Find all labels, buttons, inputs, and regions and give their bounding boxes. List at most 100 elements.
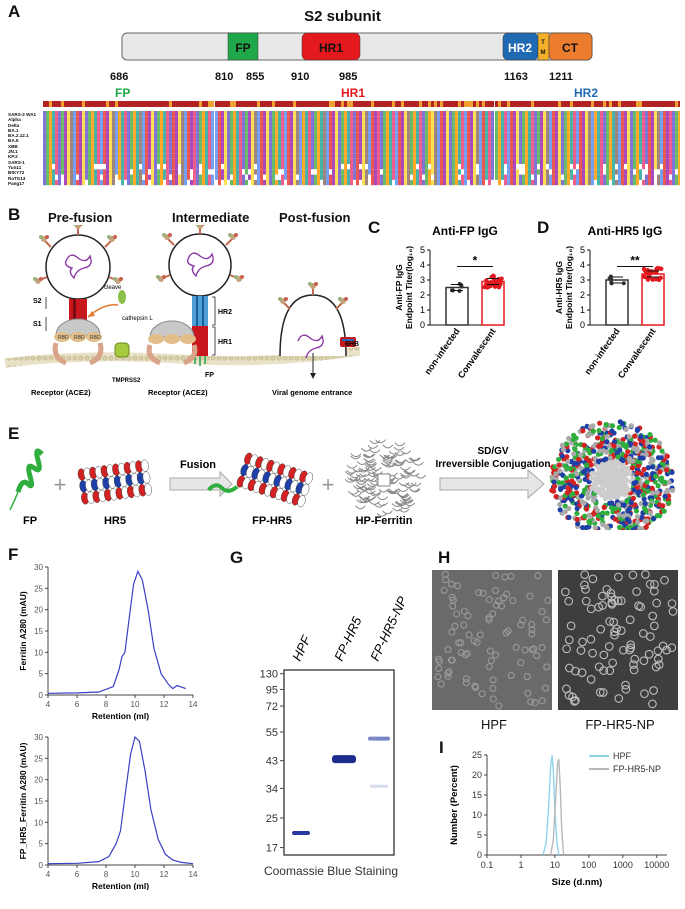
particle [538, 643, 546, 652]
residue-cell [148, 153, 151, 159]
residue-cell [157, 111, 160, 117]
residue-cell [67, 174, 70, 180]
residue-cell [591, 126, 594, 133]
residue-cell [446, 179, 449, 186]
particle [517, 659, 525, 667]
residue-cell [479, 148, 482, 154]
particle [485, 616, 493, 624]
residue-cell [160, 132, 163, 138]
fp-hr5-nanoparticle-model [549, 419, 676, 530]
residue-cell [184, 179, 187, 186]
residue-cell [181, 132, 184, 138]
residue-cell [612, 121, 615, 127]
residue-cell [627, 148, 630, 154]
residue-cell [543, 164, 546, 170]
residue-cell [410, 179, 413, 186]
residue-cell [645, 179, 648, 186]
residue-cell [362, 164, 365, 170]
residue-cell [281, 137, 284, 143]
residue-cell [353, 153, 356, 159]
residue-cell [543, 116, 546, 122]
residue-cell [85, 121, 88, 127]
ferritin-strand [415, 474, 427, 479]
residue-cell [76, 164, 79, 170]
nanoparticle-atom [653, 473, 659, 479]
residue-cell [356, 169, 359, 175]
residue-cell [281, 116, 284, 122]
residue-cell [675, 142, 678, 149]
particle [586, 675, 596, 684]
residue-cell [540, 132, 543, 138]
nanoparticle-atom [642, 500, 648, 507]
ferritin-strand [394, 452, 406, 456]
residue-cell [449, 132, 452, 138]
residue-cell [654, 164, 657, 170]
residue-cell [85, 158, 88, 164]
residue-cell [368, 132, 371, 138]
residue-cell [218, 148, 221, 154]
residue-cell [549, 164, 552, 170]
residue-cell [476, 121, 479, 127]
residue-cell [284, 148, 287, 154]
residue-cell [70, 158, 73, 164]
residue-cell [245, 111, 248, 117]
residue-cell [651, 111, 654, 117]
residue-cell [407, 158, 410, 164]
residue-cell [395, 179, 398, 186]
residue-cell [522, 121, 525, 127]
residue-cell [127, 126, 130, 133]
residue-cell [314, 132, 317, 138]
residue-cell [651, 126, 654, 133]
residue-cell [199, 164, 202, 170]
residue-cell [49, 121, 52, 127]
residue-cell [127, 153, 130, 159]
residue-cell [302, 116, 305, 122]
residue-cell [109, 126, 112, 133]
residue-cell [127, 179, 130, 186]
residue-cell [239, 142, 242, 149]
residue-cell [242, 169, 245, 175]
residue-cell [528, 169, 531, 175]
residue-cell [97, 153, 100, 159]
particle [667, 599, 677, 608]
residue-cell [196, 116, 199, 122]
residue-cell [419, 142, 422, 149]
residue-cell [540, 148, 543, 154]
residue-cell [148, 132, 151, 138]
residue-cell [109, 148, 112, 154]
residue-cell [242, 174, 245, 180]
residue-cell [58, 179, 61, 186]
residue-cell [308, 174, 311, 180]
residue-cell [488, 148, 491, 154]
residue-cell [100, 179, 103, 186]
nanoparticle-atom [611, 483, 617, 489]
conservation-cell [233, 101, 236, 107]
residue-cell [443, 142, 446, 149]
residue-cell [488, 111, 491, 117]
nanoparticle-atom [571, 461, 578, 467]
residue-cell [121, 132, 124, 138]
nanoparticle-atom [556, 462, 562, 468]
residue-cell [218, 132, 221, 138]
residue-cell [516, 158, 519, 164]
nanoparticle-atom [607, 500, 613, 506]
conservation-cell [627, 101, 630, 107]
residue-cell [501, 126, 504, 133]
residue-cell [516, 179, 519, 186]
residue-cell [455, 121, 458, 127]
residue-cell [169, 174, 172, 180]
residue-cell [401, 153, 404, 159]
residue-cell [64, 126, 67, 133]
residue-cell [160, 164, 163, 170]
residue-cell [190, 164, 193, 170]
residue-cell [534, 132, 537, 138]
strain-name: RaTG13 [8, 175, 26, 181]
residue-cell [305, 153, 308, 159]
residue-cell [443, 164, 446, 170]
residue-cell [362, 148, 365, 154]
residue-cell [314, 142, 317, 149]
residue-cell [528, 158, 531, 164]
x-tick-label: non-infected [422, 326, 461, 376]
residue-cell [112, 153, 115, 159]
residue-cell [624, 111, 627, 117]
